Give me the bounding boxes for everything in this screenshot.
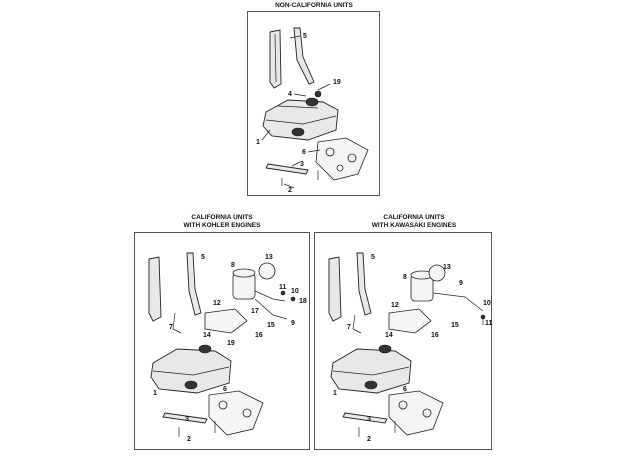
left-panel-heading-line2: WITH KOHLER ENGINES <box>183 222 261 229</box>
callout-12: 12 <box>213 300 221 307</box>
callout-10: 10 <box>291 288 299 295</box>
callout-6: 6 <box>403 386 407 393</box>
callout-12: 12 <box>391 302 399 309</box>
callout-5: 5 <box>201 254 205 261</box>
callout-2: 2 <box>187 436 191 443</box>
callout-2: 2 <box>367 436 371 443</box>
top-panel-heading: NON-CALIFORNIA UNITS <box>275 2 353 9</box>
callout-3: 3 <box>367 416 371 423</box>
callout-13: 13 <box>265 254 273 261</box>
fuel-tank-part <box>150 348 232 394</box>
callout-13: 13 <box>443 264 451 271</box>
callout-19: 19 <box>227 340 235 347</box>
callout-11: 11 <box>279 284 287 291</box>
top-panel: 5 19 4 1 6 3 2 <box>247 11 380 196</box>
left-exploded-diagram: 5 13 8 11 10 18 12 17 7 9 15 14 16 19 1 … <box>148 252 307 443</box>
right-panel: 5 13 8 9 10 11 12 7 15 14 16 1 6 3 2 <box>314 232 493 450</box>
canister-filter-part <box>258 262 276 280</box>
callout-10: 10 <box>483 300 491 307</box>
callout-3: 3 <box>185 416 189 423</box>
callout-15: 15 <box>267 322 275 329</box>
callout-6: 6 <box>302 149 306 156</box>
sender-part <box>291 127 305 137</box>
callout-16: 16 <box>255 332 263 339</box>
right-exploded-diagram: 5 13 8 9 10 11 12 7 15 14 16 1 6 3 2 <box>328 252 493 443</box>
callout-15: 15 <box>451 322 459 329</box>
callout-8: 8 <box>231 262 235 269</box>
valve-part <box>314 90 322 98</box>
left-panel-heading-line1: CALIFORNIA UNITS <box>191 214 253 221</box>
right-panel-heading-line1: CALIFORNIA UNITS <box>383 214 445 221</box>
callout-6: 6 <box>223 386 227 393</box>
callout-7: 7 <box>169 324 173 331</box>
top-exploded-diagram: 5 19 4 1 6 3 2 <box>256 27 369 194</box>
callout-7: 7 <box>347 324 351 331</box>
callout-18: 18 <box>299 298 307 305</box>
callout-8: 8 <box>403 274 407 281</box>
callout-17: 17 <box>251 308 259 315</box>
callout-4: 4 <box>288 91 292 98</box>
callout-2: 2 <box>288 187 292 194</box>
callout-16: 16 <box>431 332 439 339</box>
canister-bracket-part <box>204 308 248 334</box>
callout-14: 14 <box>385 332 393 339</box>
callout-11: 11 <box>485 320 493 327</box>
callout-19: 19 <box>333 79 341 86</box>
filler-hose-part <box>293 27 315 85</box>
callout-9: 9 <box>291 320 295 327</box>
callout-5: 5 <box>371 254 375 261</box>
callout-9: 9 <box>459 280 463 287</box>
callout-3: 3 <box>300 161 304 168</box>
right-panel-heading-line2: WITH KAWASAKI ENGINES <box>371 222 457 229</box>
tank-bracket-part <box>208 390 264 436</box>
callout-1: 1 <box>333 390 337 397</box>
fuel-tank-part <box>262 99 339 141</box>
callout-14: 14 <box>203 332 211 339</box>
fuel-cap-part <box>305 97 319 107</box>
callout-1: 1 <box>153 390 157 397</box>
callout-5: 5 <box>303 33 307 40</box>
callout-1: 1 <box>256 139 260 146</box>
tank-bracket-part <box>315 137 369 181</box>
left-panel: 5 13 8 11 10 18 12 17 7 9 15 14 16 19 1 … <box>134 232 310 450</box>
hold-down-strap-part <box>265 163 309 175</box>
